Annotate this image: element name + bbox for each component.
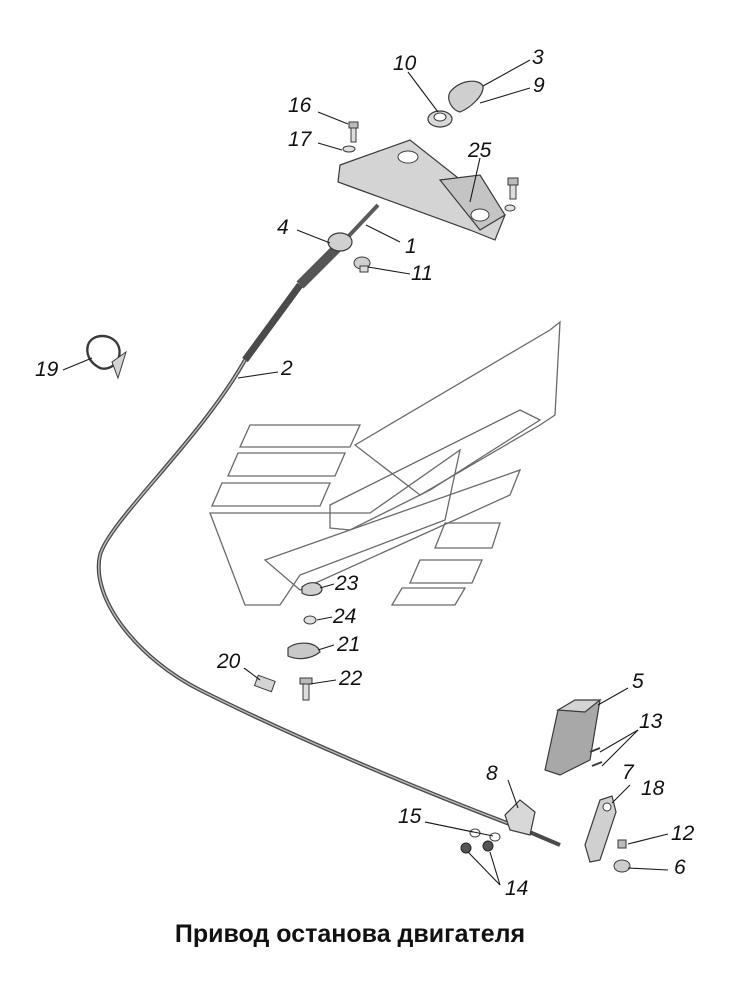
- callout-22: 22: [338, 667, 363, 690]
- callout-1: 1: [405, 235, 417, 258]
- lever-part-7: [584, 795, 617, 863]
- callout-24: 24: [332, 605, 356, 628]
- callout-17: 17: [288, 128, 313, 151]
- watermark-logo: [209, 320, 561, 606]
- callout-21: 21: [336, 633, 360, 656]
- screw-part-12: [617, 839, 627, 849]
- washer-part-17: [342, 145, 356, 153]
- callout-labels: 1 2 3 4 5 6 7 8 9 10 11 12 13 14 15 16 1…: [35, 46, 695, 900]
- callout-10: 10: [393, 52, 417, 75]
- callout-6: 6: [674, 856, 686, 879]
- bracket-upper: [337, 139, 506, 241]
- bushing-part-10: [427, 110, 453, 128]
- callout-2: 2: [280, 357, 293, 380]
- swivel-part-23: [301, 582, 323, 596]
- callout-13: 13: [639, 710, 663, 733]
- callout-8: 8: [486, 762, 498, 785]
- callout-14: 14: [505, 877, 528, 900]
- pin-part-22: [299, 677, 313, 701]
- callout-23: 23: [334, 572, 359, 595]
- fitting-part-11: [353, 256, 371, 273]
- nut-part-14: [460, 840, 494, 854]
- washer-part-24: [303, 615, 317, 625]
- nut-part-6: [613, 859, 631, 873]
- leader-lines: [62, 59, 669, 886]
- bolt-part-25: [504, 177, 519, 212]
- callout-18: 18: [641, 777, 665, 800]
- diagram-caption: Привод останова двигателя: [174, 920, 526, 948]
- callout-3: 3: [532, 46, 544, 69]
- clip-part-21: [287, 642, 321, 660]
- washer-part-15: [469, 828, 501, 842]
- callout-5: 5: [632, 670, 644, 693]
- callout-25: 25: [467, 139, 492, 162]
- nut-part-4: [327, 232, 353, 252]
- callout-12: 12: [671, 822, 695, 845]
- callout-11: 11: [411, 262, 433, 285]
- clamp-part-8: [504, 799, 536, 836]
- lever-part-3: [448, 80, 484, 113]
- callout-16: 16: [288, 94, 312, 117]
- bolt-part-13: [589, 747, 603, 767]
- bracket-part-5: [544, 699, 602, 776]
- clamp-part-19: [86, 334, 127, 380]
- callout-20: 20: [216, 650, 241, 673]
- callout-15: 15: [398, 805, 422, 828]
- callout-9: 9: [533, 74, 545, 97]
- callout-4: 4: [277, 216, 289, 239]
- bolt-part-16: [348, 121, 359, 143]
- callout-7: 7: [622, 761, 635, 784]
- callout-19: 19: [35, 358, 59, 381]
